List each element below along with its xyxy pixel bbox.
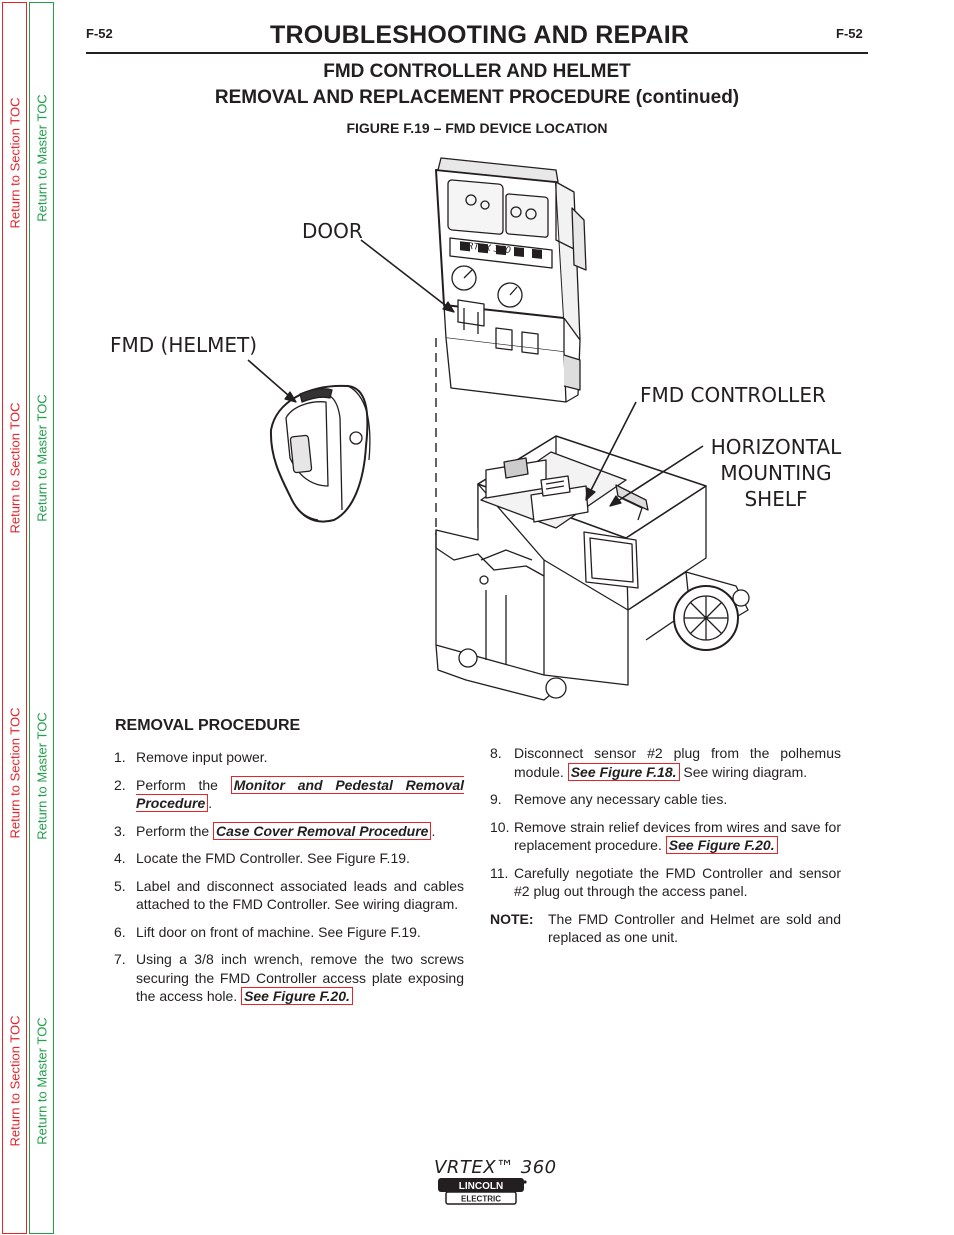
step-text: Disconnect sensor #2 plug from the polhe… <box>514 745 841 780</box>
fmd-device-location-figure: VRTEX 360 <box>86 140 868 710</box>
return-to-master-toc-link[interactable]: Return to Master TOC <box>34 1017 49 1145</box>
procedure-note: NOTE: The FMD Controller and Helmet are … <box>490 910 841 947</box>
step-text: Perform the <box>136 822 214 839</box>
shelf-callout-line2: MOUNTING <box>720 461 832 485</box>
see-figure-f20-link[interactable]: See Figure F.20. <box>241 987 353 1005</box>
step-text: Using a 3/8 inch wrench, remove the two … <box>136 951 464 1004</box>
note-label: NOTE: <box>490 910 534 927</box>
procedure-step: 4. Locate the FMD Controller. See Figure… <box>114 849 464 868</box>
step-text: Remove strain relief devices from wires … <box>514 818 841 854</box>
return-to-section-toc-link[interactable]: Return to Section TOC <box>7 707 22 839</box>
return-to-section-toc-link[interactable]: Return to Section TOC <box>7 1015 22 1147</box>
step-text-end: . <box>431 822 436 839</box>
lincoln-electric-logo: LINCOLN ELECTRIC <box>438 1178 527 1205</box>
procedure-step: 5. Label and disconnect associated leads… <box>114 877 464 914</box>
page-title: TROUBLESHOOTING AND REPAIR <box>270 21 690 49</box>
shelf-callout-line3: SHELF <box>744 487 808 511</box>
step-text-end: See wiring diagram. <box>679 763 808 780</box>
step-number: 4. <box>114 850 126 866</box>
fmd-helmet-callout: FMD (HELMET) <box>110 333 258 357</box>
procedure-column-left: 1. Remove input power. 2. Perform the Mo… <box>114 748 464 1015</box>
procedure-column-right: 8. Disconnect sensor #2 plug from the po… <box>490 744 841 947</box>
logo-lincoln-text: LINCOLN <box>459 1181 503 1192</box>
door-callout: DOOR <box>302 219 363 243</box>
page-number-left: F-52 <box>86 26 113 41</box>
case-cover-removal-link[interactable]: Case Cover Removal Procedure <box>213 821 432 840</box>
step-number: 7. <box>114 951 126 967</box>
procedure-step: 11. Carefully negotiate the FMD Controll… <box>490 864 841 901</box>
procedure-step: 10. Remove strain relief devices from wi… <box>490 818 841 855</box>
procedure-step: 8. Disconnect sensor #2 plug from the po… <box>490 744 841 781</box>
return-to-section-toc-link[interactable]: Return to Section TOC <box>7 402 22 534</box>
step-number: 9. <box>490 791 502 807</box>
figure-caption: FIGURE F.19 – FMD DEVICE LOCATION <box>346 120 608 136</box>
procedure-step: 9. Remove any necessary cable ties. <box>490 790 841 809</box>
helmet-illustration <box>269 384 371 523</box>
section-title-line2: REMOVAL AND REPLACEMENT PROCEDURE (conti… <box>214 87 740 108</box>
note-text: The FMD Controller and Helmet are sold a… <box>548 910 841 946</box>
monitor-pedestal-removal-link[interactable]: Monitor and Pedestal Removal Procedure <box>136 775 464 812</box>
procedure-step: 1. Remove input power. <box>114 748 464 767</box>
model-name: VRTEX™ 360 <box>434 1157 557 1178</box>
step-number: 10. <box>490 818 510 835</box>
monitor-pedestal-unit: VRTEX 360 <box>435 157 587 403</box>
step-number: 1. <box>114 749 126 765</box>
step-text: Remove input power. <box>136 749 268 765</box>
step-number: 5. <box>114 877 126 894</box>
cart-cabinet-illustration <box>435 435 750 701</box>
procedure-step: 2. Perform the Monitor and Pedestal Remo… <box>114 775 464 813</box>
step-text-end: . <box>208 795 213 811</box>
machine-illustration: VRTEX 360 <box>247 157 750 701</box>
master-toc-strip: Return to Master TOC Return to Master TO… <box>29 2 54 1234</box>
return-to-section-toc-link[interactable]: Return to Section TOC <box>7 97 22 229</box>
procedure-step: 7. Using a 3/8 inch wrench, remove the t… <box>114 950 464 1006</box>
return-to-master-toc-link[interactable]: Return to Master TOC <box>34 712 49 840</box>
page-number-right: F-52 <box>836 26 863 41</box>
section-toc-strip: Return to Section TOC Return to Section … <box>2 2 27 1234</box>
step-text: Lift door on front of machine. See Figur… <box>136 923 421 940</box>
horizontal-mounting-shelf-callout: HORIZONTAL MOUNTING SHELF <box>706 434 846 512</box>
step-text: Remove any necessary cable ties. <box>514 791 728 807</box>
see-figure-f18-link[interactable]: See Figure F.18. <box>567 762 680 781</box>
return-to-master-toc-link[interactable]: Return to Master TOC <box>34 94 49 222</box>
header-rule <box>86 52 868 54</box>
step-number: 11. <box>490 864 509 881</box>
procedure-step: 6. Lift door on front of machine. See Fi… <box>114 923 464 942</box>
logo-electric-text: ELECTRIC <box>461 1195 501 1204</box>
step-text: Carefully negotiate the FMD Controller a… <box>514 864 841 900</box>
step-text: Locate the FMD Controller. See Figure F.… <box>136 850 410 866</box>
procedure-step: 3. Perform the Case Cover Removal Proced… <box>114 821 464 841</box>
removal-procedure-heading: REMOVAL PROCEDURE <box>115 717 301 734</box>
see-figure-f20-link[interactable]: See Figure F.20. <box>665 836 778 854</box>
section-title-line1: FMD CONTROLLER AND HELMET <box>323 61 631 82</box>
step-text: Perform the <box>136 776 231 793</box>
return-to-master-toc-link[interactable]: Return to Master TOC <box>34 394 49 522</box>
step-number: 2. <box>114 776 126 793</box>
fmd-controller-callout: FMD CONTROLLER <box>640 383 826 407</box>
step-number: 8. <box>490 745 502 761</box>
step-number: 3. <box>114 822 126 839</box>
shelf-callout-line1: HORIZONTAL <box>710 435 842 459</box>
step-text: Label and disconnect associated leads an… <box>136 877 464 913</box>
step-number: 6. <box>114 923 126 940</box>
